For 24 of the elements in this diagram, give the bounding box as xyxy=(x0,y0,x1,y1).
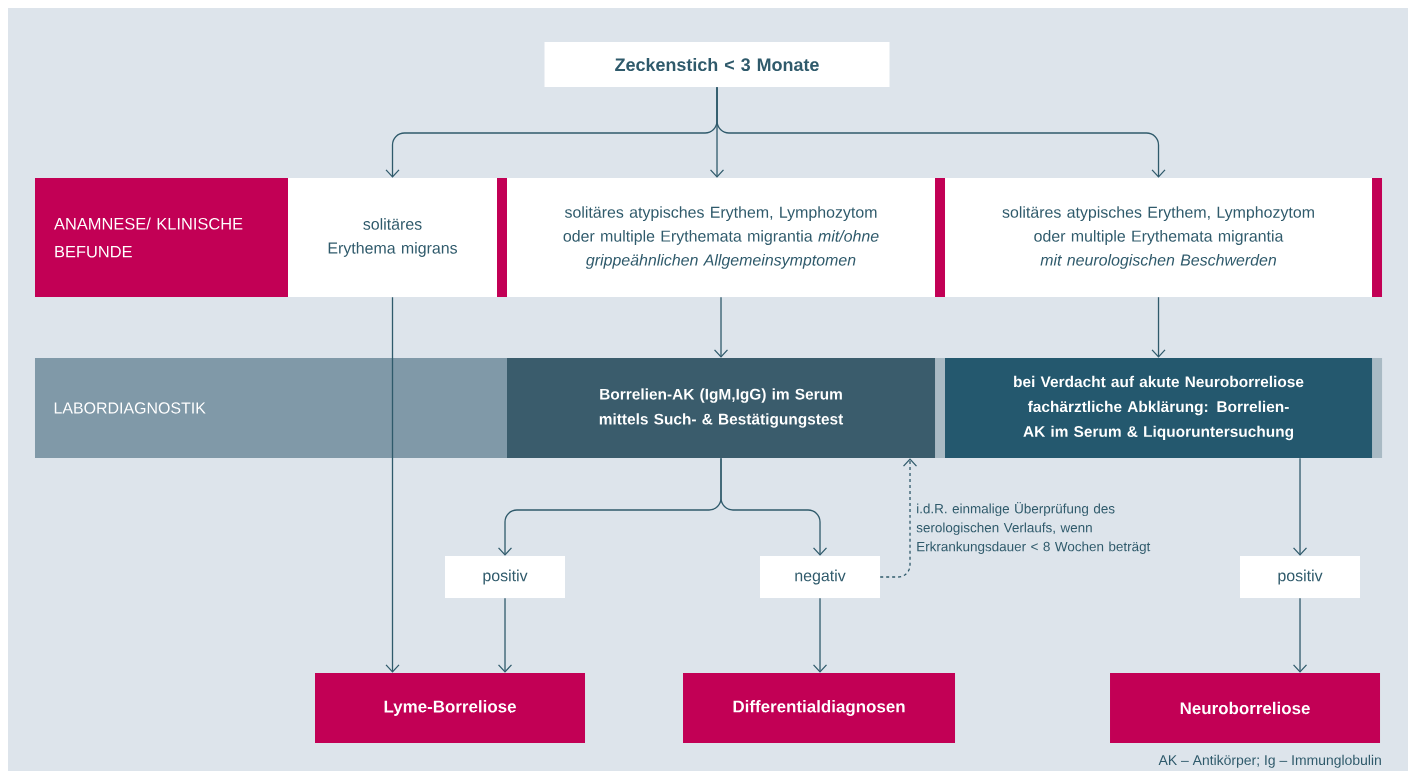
arrow xyxy=(879,458,918,578)
diagnosis-box: Differentialdiagnosen xyxy=(683,673,955,743)
finding-box: solitäres atypisches Erythem, Lymphozytom oder multiple Erythemata migrantia mit neurologischen Beschwerden xyxy=(945,178,1372,297)
arrow xyxy=(716,86,1166,178)
diagnosis-box: Lyme-Borreliose xyxy=(315,673,585,743)
test-box: bei Verdacht auf akute Neuroborreliose fachärztliche Abklärung: Borrelien-AK im Serum & Liquoruntersuchung xyxy=(945,358,1372,458)
arrow xyxy=(713,296,729,358)
finding-box: solitäres atypisches Erythem, Lymphozytom oder multiple Erythemata migrantia mit/ohne grippeähnlichen Allgemeinsymptomen xyxy=(507,178,935,297)
diagnosis-box: Neuroborreliose xyxy=(1110,673,1380,743)
start-box: Zeckenstich < 3 Monate xyxy=(544,42,890,87)
test-box: Borrelien-AK (IgM,IgG) im Serum mittels Such- & Bestätigungstest xyxy=(507,358,935,458)
arrow xyxy=(720,457,828,556)
result-box: positiv xyxy=(445,556,565,598)
arrow xyxy=(1292,597,1308,673)
finding-box: solitäres Erythema migrans xyxy=(288,178,497,297)
result-box: positiv xyxy=(1240,556,1360,598)
arrow xyxy=(385,296,400,673)
arrow xyxy=(497,597,513,673)
category-box: ANAMNESE/ KLINISCHE BEFUNDE xyxy=(35,178,288,297)
edge-label: i.d.R. einmalige Überprüfung des serologischen Verlaufs, wenn Erkrankungsdauer < 8 Wochen beträgt xyxy=(916,502,1151,554)
arrow xyxy=(1292,457,1308,556)
result-box: negativ xyxy=(760,556,880,598)
arrow xyxy=(812,597,828,673)
arrow xyxy=(1151,296,1166,358)
